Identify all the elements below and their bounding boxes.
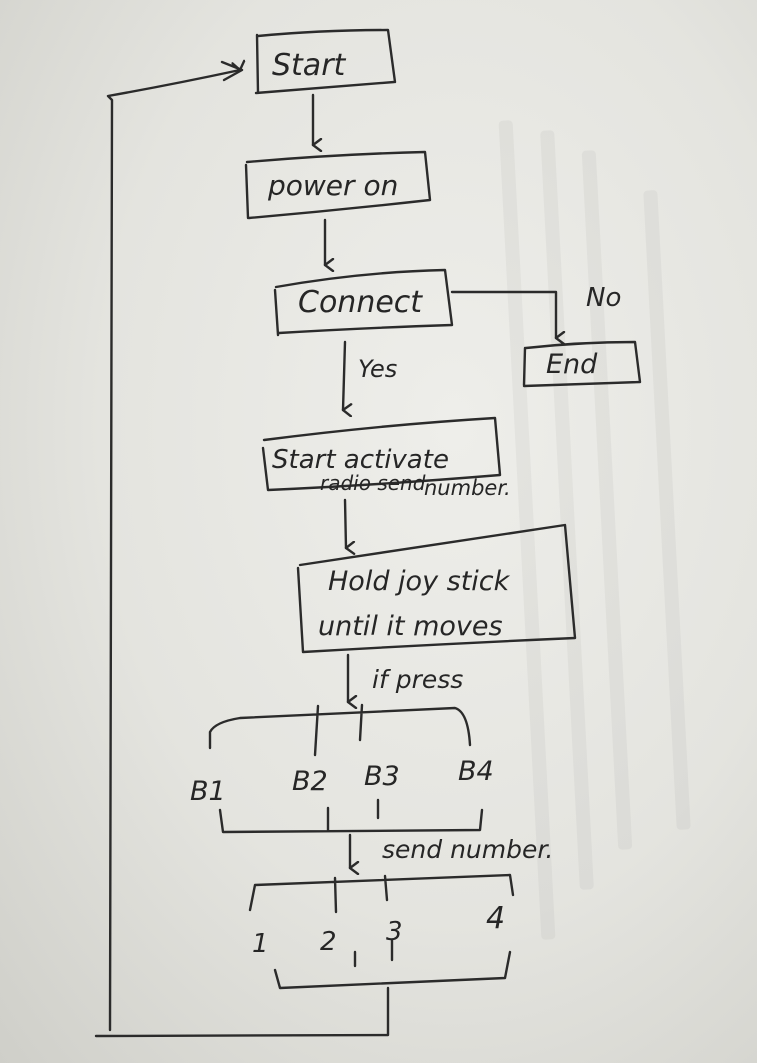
connect-node: Connect <box>273 268 454 337</box>
hold-line1: Hold joy stick <box>328 566 511 597</box>
hold-node: Hold joy stick until it moves <box>296 523 577 654</box>
end-node: End <box>522 340 642 388</box>
hold-line2: until it moves <box>318 611 503 642</box>
start-node: Start <box>254 28 397 95</box>
loop-back-bottom-line <box>94 986 390 1038</box>
number-3: 3 <box>386 917 403 947</box>
no-label: No <box>586 283 621 313</box>
numbers-top-bracket <box>248 873 515 914</box>
buttons-top-bracket <box>208 703 472 757</box>
activate-line1: Start activate <box>272 445 449 475</box>
connect-label: Connect <box>298 285 423 320</box>
connect-box <box>273 268 454 337</box>
numbers-bottom-bracket <box>273 938 512 990</box>
power-on-box <box>244 150 432 220</box>
loop-back-arrow-to-start <box>106 70 240 1032</box>
power-on-label: power on <box>267 169 398 202</box>
buttons-group: B1 B2 B3 B4 <box>190 703 494 834</box>
start-label: Start <box>272 48 347 83</box>
button-b1: B1 <box>190 776 226 807</box>
arrow-activate-to-hold <box>343 498 346 548</box>
loop-back-arrowhead <box>220 60 244 82</box>
yes-label: Yes <box>358 355 397 383</box>
send-number-label: send number. <box>382 835 553 864</box>
activate-line2: radio send <box>320 471 426 495</box>
power-on-node: power on <box>244 150 432 220</box>
arrow-connect-to-activate <box>341 340 345 410</box>
number-4: 4 <box>486 901 505 936</box>
button-b4: B4 <box>458 756 494 787</box>
activate-node: Start activate radio send number. <box>261 416 511 500</box>
button-b3: B3 <box>364 761 400 792</box>
if-press-label: if press <box>372 665 463 694</box>
buttons-bottom-bracket <box>218 798 484 834</box>
end-box <box>522 340 642 388</box>
activate-line3: number. <box>424 476 511 500</box>
arrow-connect-to-end <box>450 290 556 338</box>
number-1: 1 <box>252 929 269 959</box>
start-box <box>254 28 397 95</box>
end-label: End <box>546 349 598 380</box>
activate-box <box>261 416 502 492</box>
numbers-group: 1 2 3 4 <box>248 873 515 990</box>
number-2: 2 <box>320 927 337 957</box>
button-b2: B2 <box>292 766 328 797</box>
hold-box <box>296 523 577 654</box>
